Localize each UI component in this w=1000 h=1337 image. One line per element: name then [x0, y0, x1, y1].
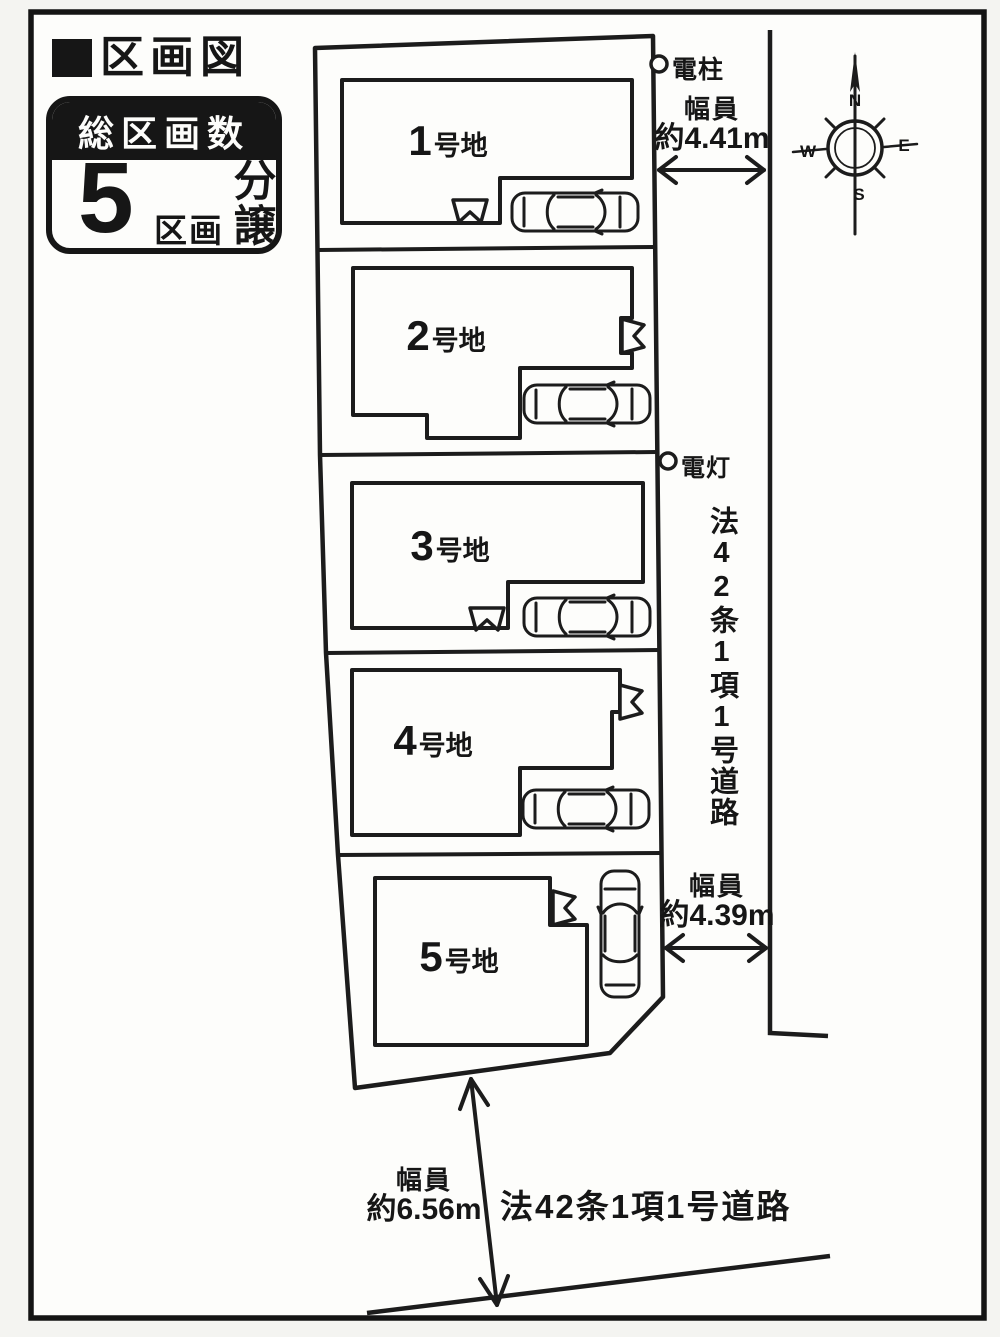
building-lot1: [340, 78, 634, 225]
lot4-label: 4 号地: [393, 720, 472, 762]
road-width-bottom-label: 幅員 約6.56m: [366, 1165, 482, 1227]
divider-lot1-lot2: [317, 245, 656, 252]
lot1-number: 1: [408, 117, 432, 164]
road-width-bottom-line1: 幅員: [395, 1165, 453, 1195]
road-bottom-edge: [366, 1253, 831, 1316]
compass-e-label: E: [898, 136, 909, 155]
lot1-suffix: 号地: [433, 131, 488, 161]
lot-count: 5: [78, 142, 134, 254]
compass-s-label: S: [853, 185, 864, 204]
building-lot3: [350, 481, 645, 630]
lot5-suffix: 号地: [444, 947, 499, 977]
lot3-number: 3: [410, 522, 434, 569]
total-lots-badge: 総区画数 5 区画 分譲: [46, 96, 282, 254]
car-icon-lot4: [521, 785, 651, 833]
utility-pole-icon: [649, 54, 669, 74]
lot2-label: 2 号地: [406, 315, 485, 357]
width-arrow-top: [657, 155, 766, 185]
badge-heading: 総区画数: [52, 102, 276, 160]
page-title-text: 区画図: [100, 33, 250, 82]
building-lot2: [351, 266, 634, 440]
divider-lot3-lot4: [325, 648, 660, 655]
lot-count-unit: 区画: [154, 212, 224, 249]
road-right-edge: [767, 30, 829, 1039]
lot3-label: 3 号地: [410, 525, 489, 567]
building-lot5: [373, 876, 589, 1047]
car-icon-lot5: [596, 869, 644, 999]
road-width-mid-line1: 幅員: [688, 871, 746, 901]
road-width-top-line2: 約4.41m: [654, 122, 770, 156]
car-icon-lot2: [522, 380, 652, 428]
street-lamp-label: 電灯: [681, 455, 731, 482]
lot-dividers: [317, 245, 662, 857]
road-width-top-line1: 幅員: [683, 94, 741, 124]
lot1-label: 1 号地: [408, 120, 487, 162]
car-icon-lot3: [522, 593, 652, 641]
lot5-number: 5: [419, 933, 443, 980]
page-title: 区画図: [52, 36, 250, 80]
lot4-suffix: 号地: [418, 731, 473, 761]
road-width-bottom-line2: 約6.56m: [366, 1193, 482, 1227]
road-name-bottom: 法42条1項1号道路: [500, 1188, 792, 1225]
lot3-suffix: 号地: [435, 536, 490, 566]
utility-pole-label: 電柱: [672, 56, 725, 84]
road-width-mid-label: 幅員 約4.39m: [659, 871, 775, 933]
sale-type-label: 分譲: [227, 158, 275, 248]
lot2-suffix: 号地: [431, 326, 486, 356]
street-lamp-icon: [658, 451, 678, 471]
compass-w-label: W: [800, 142, 817, 161]
width-arrow-mid: [664, 933, 768, 963]
divider-lot4-lot5: [337, 851, 662, 857]
road-width-top-label: 幅員 約4.41m: [654, 94, 770, 156]
lot4-number: 4: [393, 717, 417, 764]
divider-lot2-lot3: [319, 450, 658, 457]
lot5-label: 5 号地: [419, 936, 498, 978]
lot2-number: 2: [406, 312, 430, 359]
width-arrow-bottom: [458, 1077, 510, 1307]
car-icon-lot1: [510, 188, 640, 236]
compass-icon: N E W S: [791, 52, 919, 236]
badge-bottom: 5 区画 分譲: [52, 148, 276, 248]
title-square-icon: [52, 39, 92, 77]
road-width-mid-line2: 約4.39m: [659, 899, 775, 933]
compass-n-label: N: [849, 91, 861, 110]
road-name-right: 法42条1項1号道路: [705, 506, 738, 828]
